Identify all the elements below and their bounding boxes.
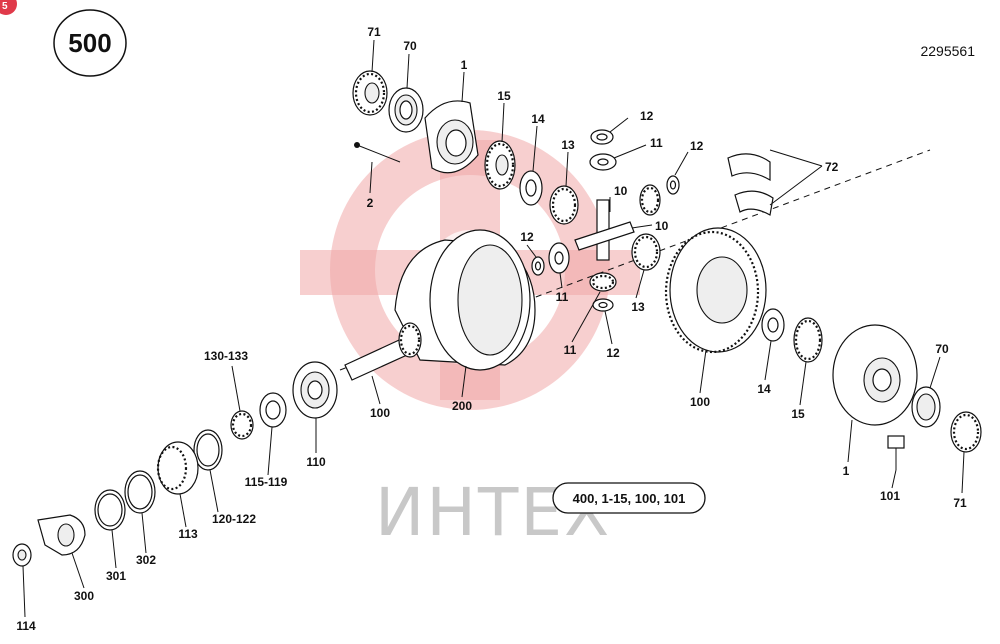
callout-11: 11: [650, 136, 663, 150]
part-12-washer-c: [531, 256, 545, 276]
part-1-housing-half-right: [832, 324, 918, 426]
kit-reference-box: [552, 482, 706, 514]
callout-302: 302: [136, 553, 156, 567]
part-13-pinion-gear-lower: [631, 233, 661, 271]
part-301-ring: [94, 489, 126, 531]
callout-100: 100: [370, 406, 390, 420]
part-71-bearing-cone: [352, 70, 388, 116]
part-11-gear-d: [589, 272, 617, 292]
part-10-cross-shaft: [574, 199, 635, 261]
callout-14: 14: [531, 112, 545, 126]
callout-13: 13: [631, 300, 645, 314]
group-number: 500: [68, 28, 111, 58]
part-110-bearing: [292, 361, 338, 419]
callout-300: 300: [74, 589, 94, 603]
callout-13: 13: [561, 138, 575, 152]
part-11-gear-c: [548, 242, 570, 274]
callout-101: 101: [880, 489, 900, 503]
part-100-ring-gear: [664, 227, 767, 354]
part-12-washer-d: [592, 298, 614, 312]
callout-301: 301: [106, 569, 126, 583]
part-15-side-gear-right: [793, 317, 823, 363]
part-14-thrust-washer-top: [519, 170, 543, 206]
part-11-gear-a: [589, 153, 617, 171]
part-300-flange: [37, 514, 86, 556]
group-number-circle: [53, 9, 127, 77]
callout-71: 71: [367, 25, 381, 39]
part-13-pinion-gear-upper: [549, 185, 579, 225]
callout-10: 10: [655, 219, 669, 233]
callout-11: 11: [556, 290, 569, 304]
callout-1: 1: [461, 58, 468, 72]
callout-1: 1: [843, 464, 850, 478]
part-115-119-shims: [259, 392, 287, 428]
part-12-washer-a: [590, 129, 614, 145]
callout-10: 10: [614, 184, 628, 198]
red-corner-badge-icon: 5: [0, 0, 17, 15]
callout-71: 71: [953, 496, 967, 510]
part-2-pin: [354, 142, 401, 163]
callout-72: 72: [825, 160, 839, 174]
callout-120-122: 120-122: [212, 512, 256, 526]
part-71-bearing-cone-right: [950, 411, 982, 453]
part-11-gear-b: [639, 184, 661, 216]
callout-114: 114: [16, 619, 36, 633]
kit-reference: 400, 1-15, 100, 101: [573, 491, 686, 506]
part-101-bolt: [887, 435, 905, 470]
callout-15: 15: [791, 407, 805, 421]
callout-200: 200: [452, 399, 472, 413]
drawing-number: 2295561: [920, 43, 975, 59]
leader-lines: [22, 39, 965, 618]
callout-15: 15: [497, 89, 511, 103]
corner-badge-glyph: 5: [2, 1, 8, 12]
part-70-bearing-cup-right: [911, 386, 941, 428]
part-1-housing-half-top: [424, 100, 479, 174]
callout-70: 70: [935, 342, 949, 356]
callout-100: 100: [690, 395, 710, 409]
part-14-thrust-washer-right: [761, 308, 785, 342]
callout-12: 12: [640, 109, 654, 123]
callout-12: 12: [520, 230, 534, 244]
part-302-ring: [124, 470, 156, 514]
callout-110: 110: [306, 455, 326, 469]
callout-2: 2: [367, 196, 374, 210]
part-200-differential-case: [394, 229, 536, 371]
part-70-bearing-cup: [388, 87, 424, 133]
callout-12: 12: [690, 139, 704, 153]
part-114-nut: [12, 543, 32, 567]
callout-130-133: 130-133: [204, 349, 248, 363]
part-72-bearing-caps: [727, 153, 774, 216]
callout-11: 11: [564, 343, 577, 357]
part-120-122-ring: [193, 429, 223, 471]
part-113-bearing: [156, 441, 199, 495]
callout-70: 70: [403, 39, 417, 53]
part-15-side-gear-top: [484, 140, 516, 190]
part-130-133-spacer: [230, 410, 254, 440]
part-12-washer-b: [666, 175, 680, 195]
part-100-pinion-shaft: [344, 322, 422, 381]
callout-14: 14: [757, 382, 771, 396]
callout-12: 12: [606, 346, 620, 360]
callout-115-119: 115-119: [245, 475, 288, 489]
callout-113: 113: [178, 527, 198, 541]
